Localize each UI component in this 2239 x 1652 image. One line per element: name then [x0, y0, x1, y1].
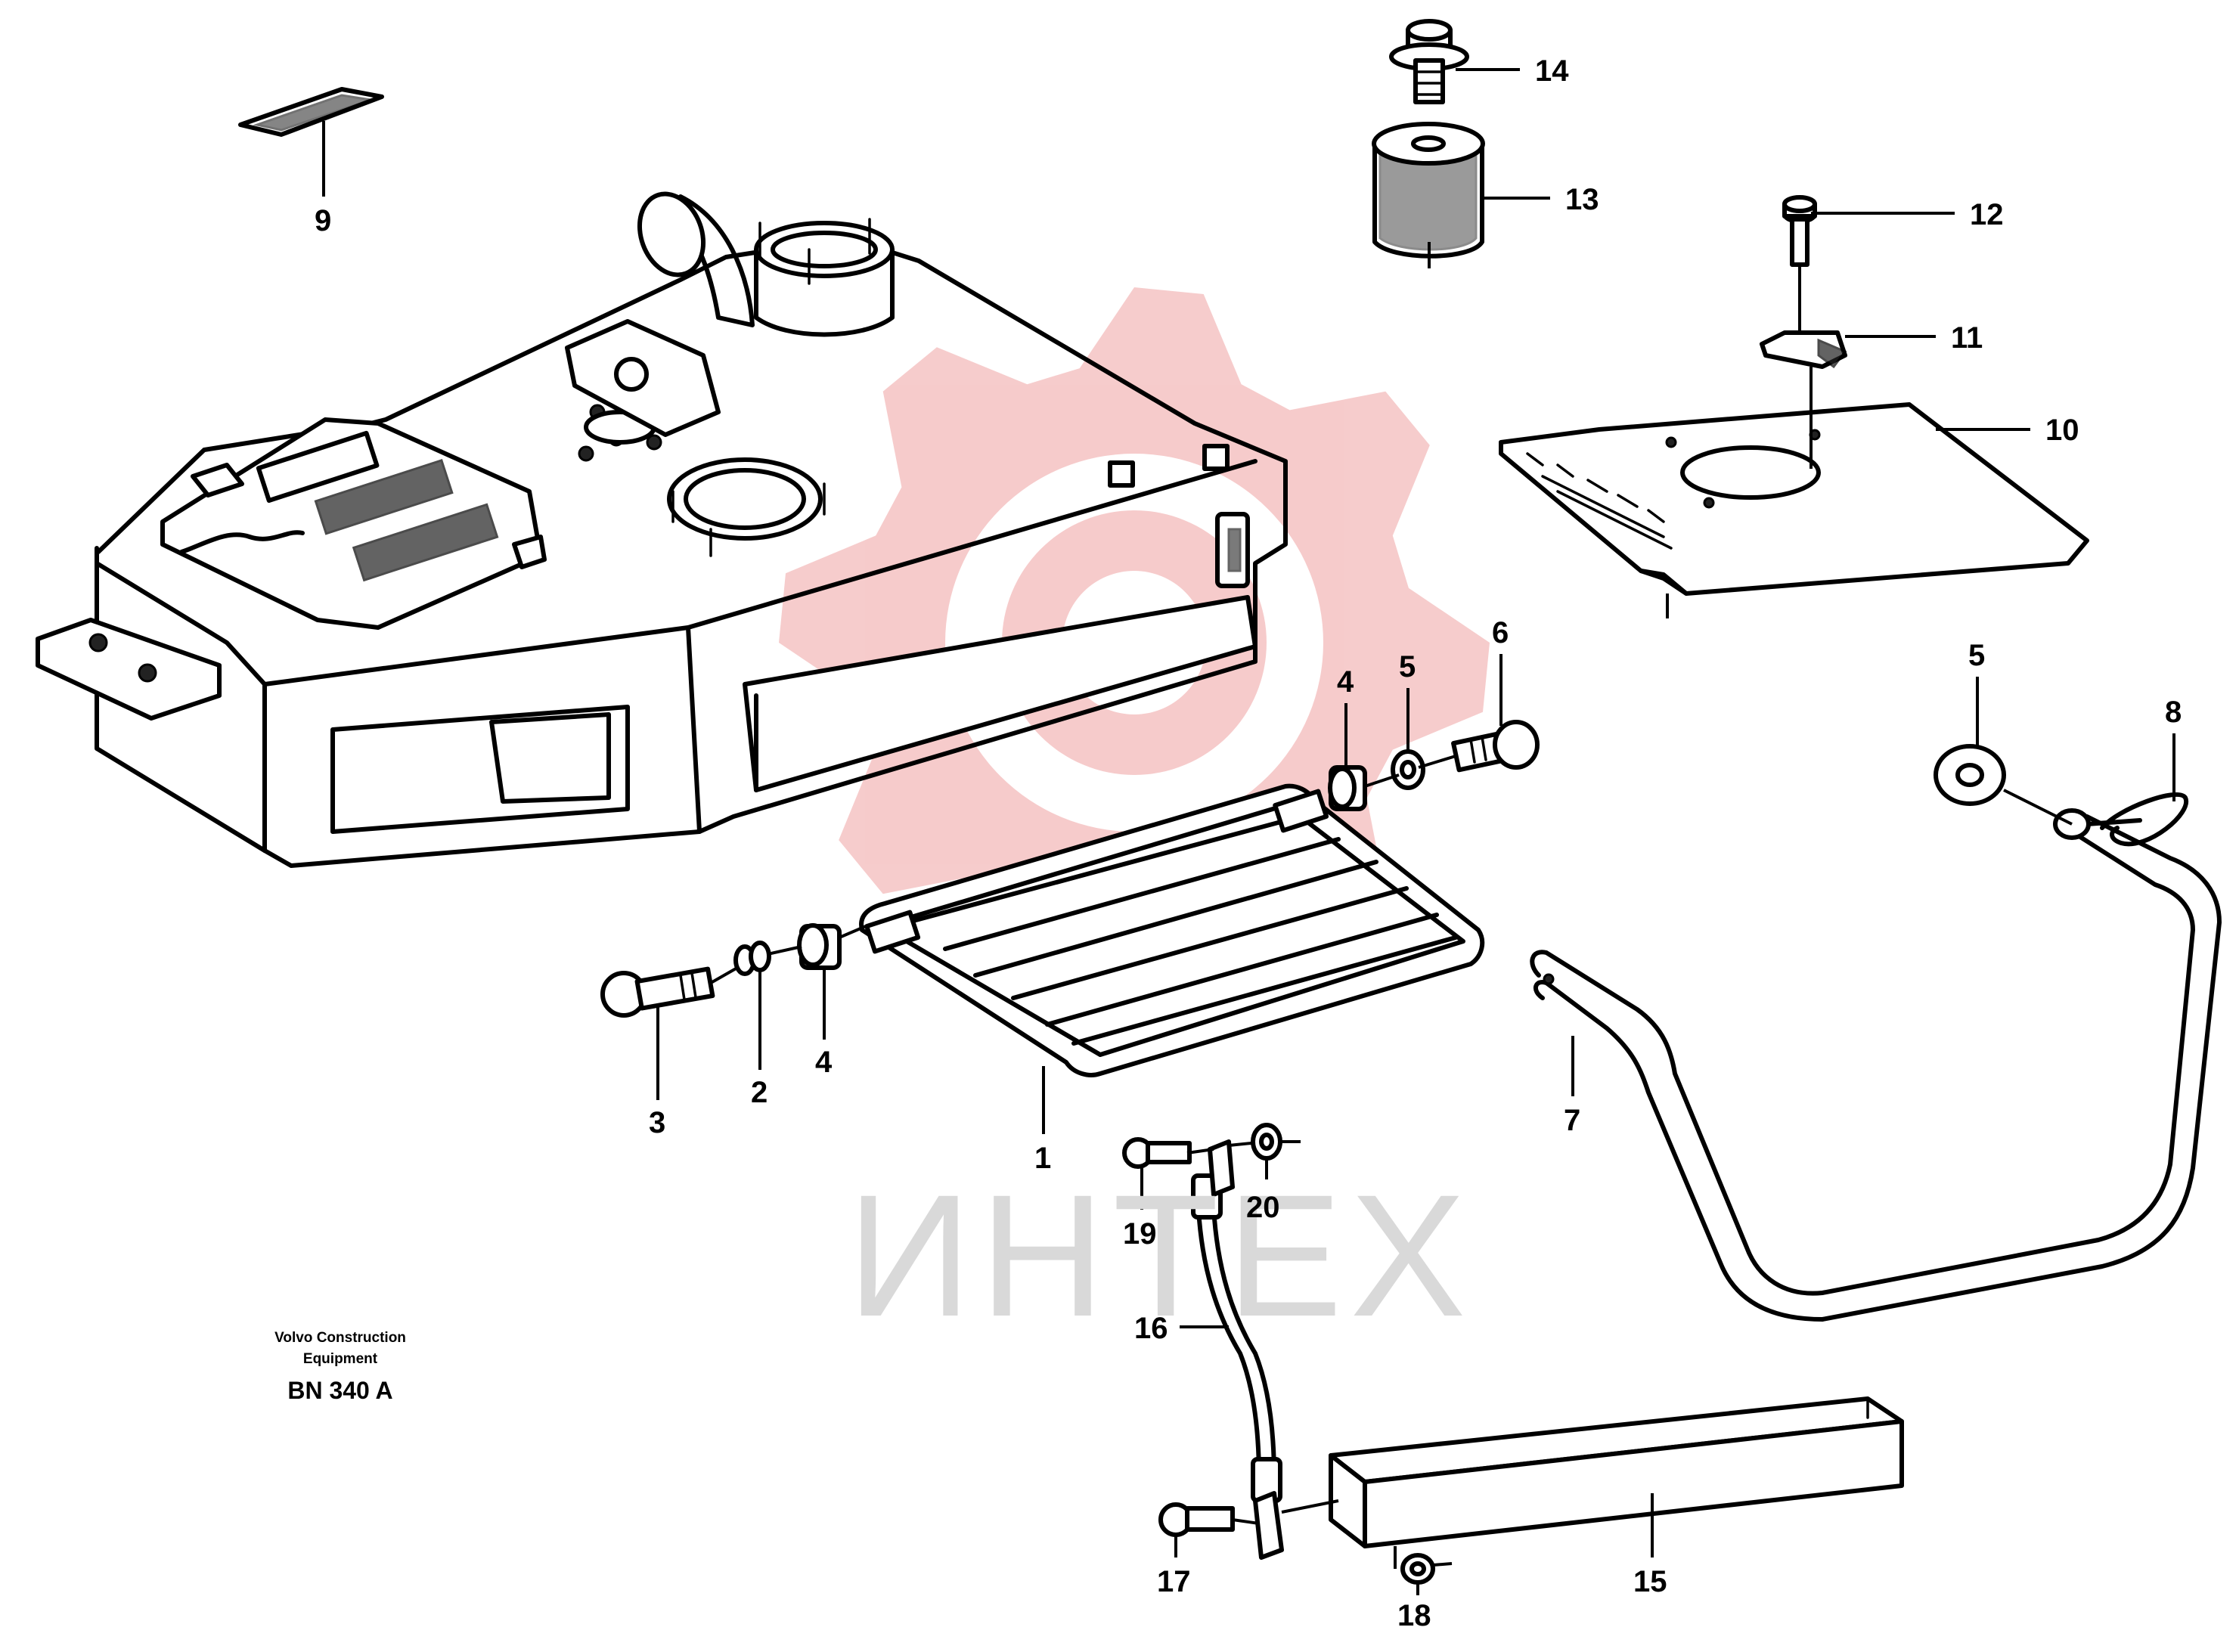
callout-4-left: 4	[815, 1046, 833, 1079]
part-18-nut	[1400, 1553, 1435, 1585]
callout-6: 6	[1492, 616, 1509, 649]
callout-1: 1	[1034, 1142, 1051, 1175]
part-14-bolt	[1389, 19, 1469, 104]
part-11-clip	[1760, 330, 1847, 369]
part-5-washer	[1934, 744, 2006, 806]
part-8-lock-pin	[2085, 792, 2189, 847]
part-4-bushing-right	[1328, 765, 1367, 811]
callout-5-handrail: 5	[1968, 639, 1985, 672]
callout-10: 10	[2045, 414, 2079, 447]
part-15-channel	[1329, 1396, 1904, 1548]
part-9-label-plate	[238, 87, 384, 137]
callout-4-right: 4	[1337, 665, 1354, 699]
callout-12: 12	[1970, 198, 2004, 231]
part-3-bolt	[600, 966, 715, 1018]
caption-code: BN 340 A	[287, 1377, 392, 1404]
callout-15: 15	[1633, 1565, 1667, 1598]
part-7-handrail	[1530, 808, 2222, 1322]
callout-8: 8	[2165, 696, 2182, 729]
part-17-bolt	[1158, 1502, 1235, 1537]
tank-filler-neck	[565, 191, 895, 557]
callout-7: 7	[1564, 1104, 1580, 1137]
callout-numbers: 1 2 3 4 4 5 5 6 7 8 9 10 11 12 13 14 15 …	[315, 54, 2182, 1632]
part-6-bolt	[1451, 720, 1540, 773]
leader-lines	[322, 68, 2175, 1595]
fuel-tank-body	[36, 236, 1288, 868]
callout-11: 11	[1951, 321, 1983, 355]
callout-20: 20	[1246, 1191, 1280, 1224]
caption-company: Volvo Construction	[274, 1330, 406, 1346]
part-4-bushing-left	[797, 923, 842, 970]
caption-company-line2: Equipment	[303, 1351, 378, 1367]
callout-13: 13	[1565, 183, 1599, 216]
part-13-rubber-cushion	[1372, 122, 1485, 259]
part-1-step	[859, 783, 1485, 1077]
callout-9: 9	[315, 204, 331, 237]
callout-19: 19	[1123, 1217, 1157, 1251]
callout-2: 2	[751, 1076, 768, 1109]
part-5-washer-right	[1391, 749, 1425, 790]
part-2-washers	[733, 941, 771, 976]
part-12-screw	[1782, 195, 1817, 267]
callout-3: 3	[649, 1106, 665, 1139]
caption-block: Volvo Construction Equipment BN 340 A	[274, 1330, 406, 1404]
part-16-strap	[1191, 1139, 1284, 1560]
part-20-nut	[1251, 1123, 1282, 1161]
watermark-text: ИНТЕХ	[847, 1158, 1474, 1353]
callout-18: 18	[1397, 1599, 1431, 1632]
callout-16: 16	[1134, 1312, 1168, 1345]
callout-17: 17	[1157, 1565, 1191, 1598]
callout-14: 14	[1535, 54, 1569, 88]
part-10-cover-plate	[1499, 402, 2089, 596]
callout-5-right-mount: 5	[1399, 650, 1416, 683]
